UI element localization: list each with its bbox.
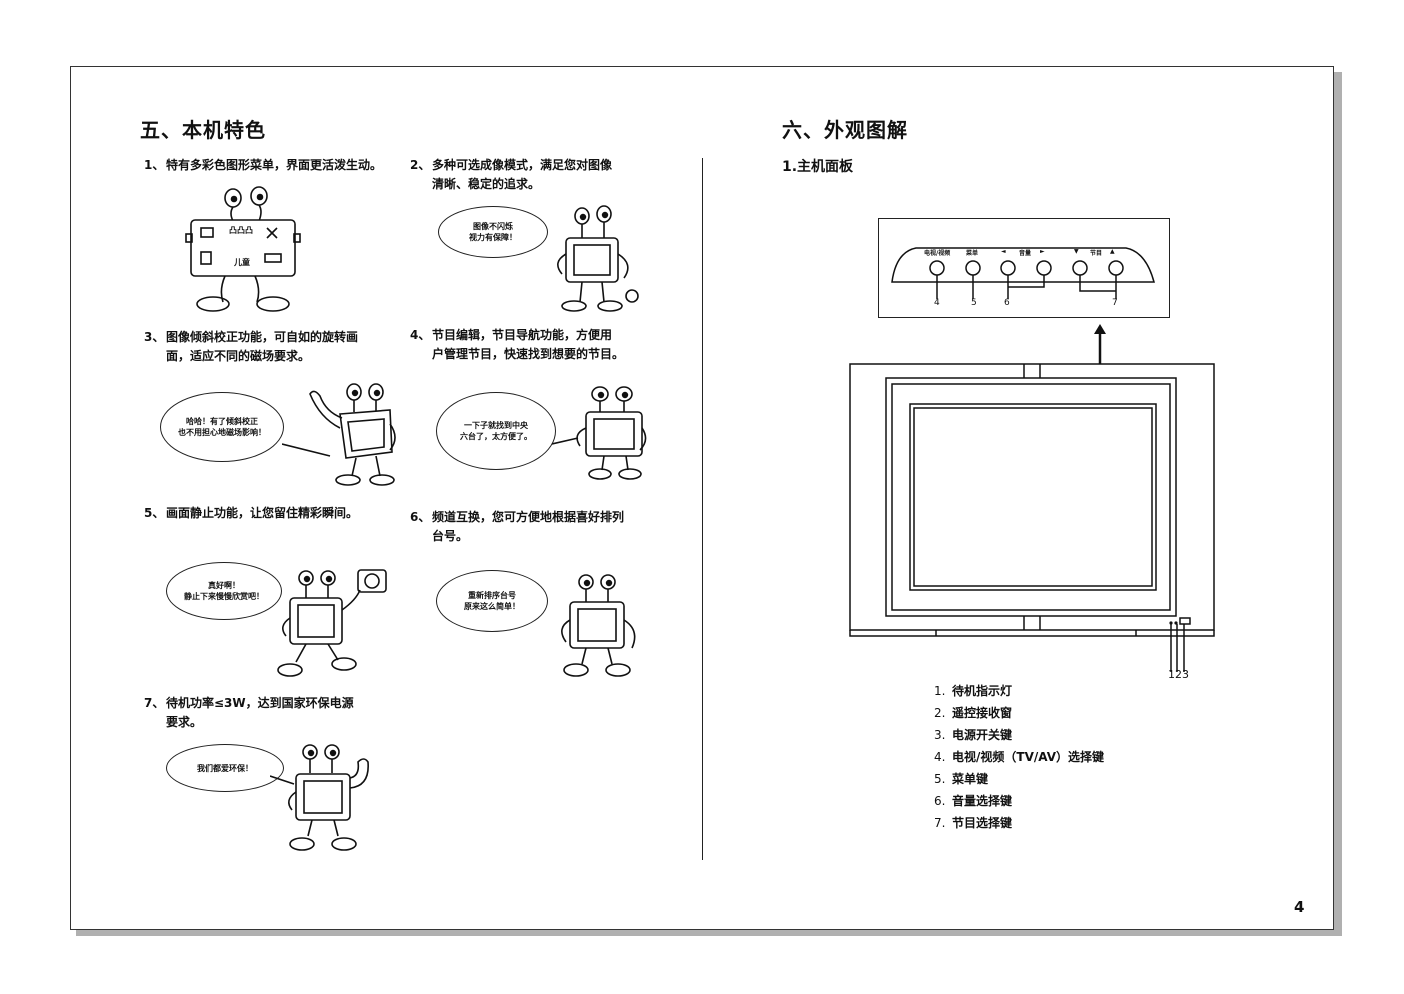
- section-title-features: 五、本机特色: [140, 118, 266, 142]
- legend-item-2: 2.遥控接收窗: [934, 706, 1013, 720]
- tv-character-illustration-2: [557, 205, 639, 312]
- section-title-appearance: 六、外观图解: [782, 118, 908, 142]
- strong-tv-character-illustration: [270, 744, 369, 851]
- panel-label-ch-down: ▼: [1074, 248, 1079, 255]
- tv-callouts-123: 123: [1168, 668, 1189, 681]
- tilted-tv-character-illustration: [282, 383, 396, 486]
- panel-label-volume: 音量: [1019, 250, 1032, 257]
- camera-character-illustration: [277, 569, 387, 677]
- control-panel-drawing: [891, 247, 1155, 299]
- panel-label-vol-right: ►: [1040, 248, 1045, 255]
- speech-bubble-3: 哈哈！有了倾斜校正也不用担心地磁场影响！: [160, 392, 284, 462]
- feature-7: 7、待机功率≤3W，达到国家环保电源 要求。: [144, 696, 354, 729]
- legend-item-5: 5.菜单键: [934, 772, 989, 786]
- panel-label-program: 节目: [1090, 250, 1103, 257]
- legend-item-7: 7.节目选择键: [934, 816, 1013, 830]
- speech-bubble-7: 我们都爱环保！: [166, 744, 284, 792]
- control-panel-detail: [878, 218, 1170, 318]
- feature-6: 6、频道互换，您可方便地根据喜好排列 台号。: [410, 510, 625, 543]
- tv-front-drawing: [849, 363, 1215, 672]
- feature-3: 3、图像倾斜校正功能，可自如的旋转画 面，适应不同的磁场要求。: [144, 330, 359, 363]
- feature-5: 5、画面静止功能，让您留住精彩瞬间。: [144, 506, 359, 520]
- panel-label-tvav: 电视/视频: [924, 250, 951, 257]
- feature-2: 2、多种可选成像模式，满足您对图像 清晰、稳定的追求。: [410, 158, 613, 191]
- panel-callout-6: 6: [1004, 298, 1010, 308]
- page-number: 4: [1294, 898, 1305, 916]
- speech-bubble-2: 图像不闪烁视力有保障！: [438, 206, 548, 258]
- legend-item-6: 6.音量选择键: [934, 794, 1013, 808]
- menu-card-label-2: 儿童: [234, 258, 250, 267]
- legend-item-4: 4.电视/视频（TV/AV）选择键: [934, 750, 1104, 764]
- feature-1: 1、特有多彩色图形菜单，界面更活泼生动。: [144, 158, 383, 172]
- legend-item-3: 3.电源开关键: [934, 728, 1013, 742]
- panel-callout-7: 7: [1112, 298, 1118, 308]
- panel-label-menu: 菜单: [966, 250, 979, 257]
- panel-label-ch-up: ▲: [1110, 248, 1115, 255]
- panel-callout-5: 5: [971, 298, 977, 308]
- speech-bubble-5: 真好啊！静止下来慢慢欣赏吧！: [166, 562, 282, 620]
- speech-bubble-4: 一下子就找到中央六台了，太方便了。: [436, 392, 556, 470]
- subtitle-front-panel: 1.主机面板: [782, 159, 854, 175]
- column-divider: [702, 158, 703, 860]
- tv-character-illustration-4: [552, 386, 647, 480]
- menu-character-illustration: [185, 186, 301, 312]
- feature-4: 4、节目编辑，节目导航功能，方便用 户管理节目，快速找到想要的节目。: [410, 328, 625, 361]
- menu-card-label-1: 凸凸凸: [229, 226, 253, 235]
- arrow-up-icon: [1094, 324, 1106, 364]
- panel-label-vol-left: ◄: [1001, 248, 1006, 255]
- legend-item-1: 1.待机指示灯: [934, 684, 1013, 698]
- panel-callout-4: 4: [934, 298, 940, 308]
- speech-bubble-6: 重新排序台号原来这么简单！: [436, 570, 548, 632]
- parts-legend: 1.待机指示灯 2.遥控接收窗 3.电源开关键 4.电视/视频（TV/AV）选择…: [934, 680, 1104, 834]
- tv-character-illustration-6: [561, 574, 636, 677]
